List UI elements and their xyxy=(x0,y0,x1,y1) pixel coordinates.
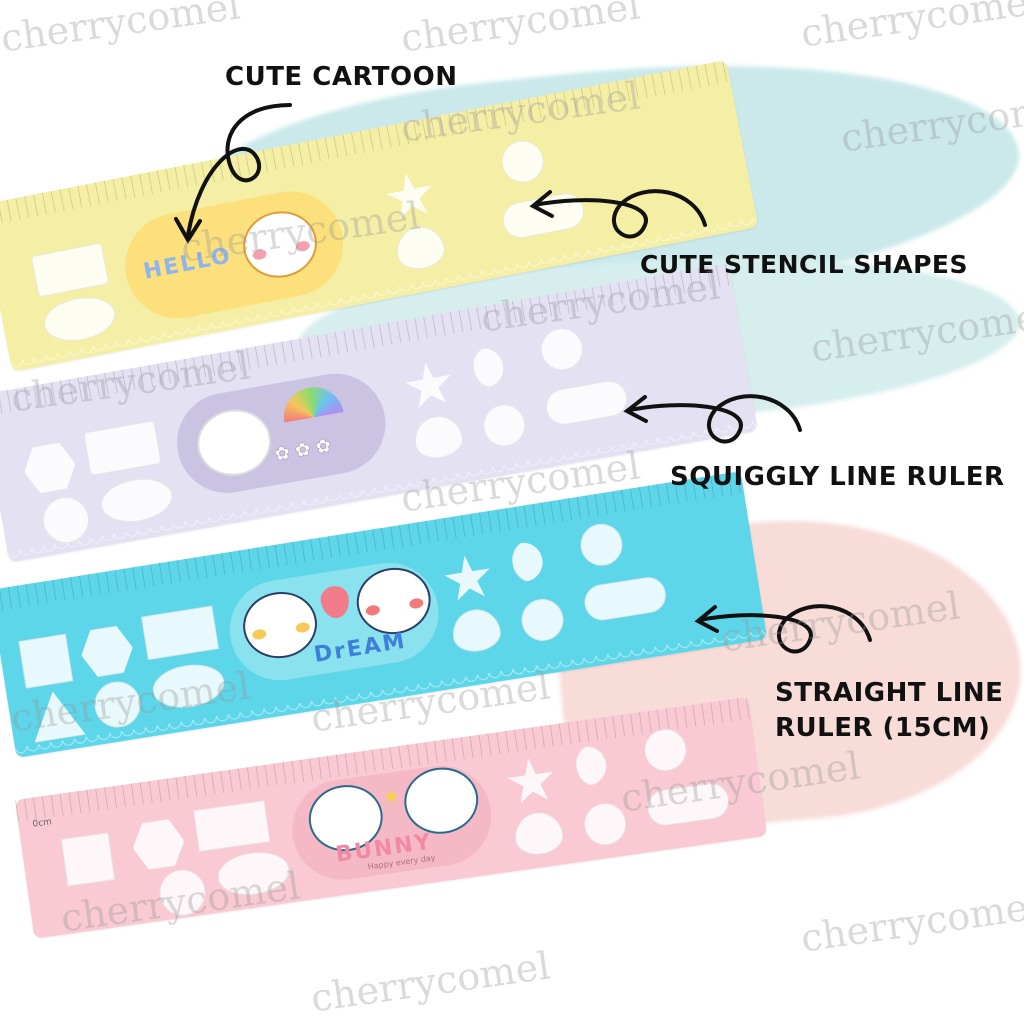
label-straight-line: STRAIGHT LINE xyxy=(775,678,1004,708)
stencil-apple xyxy=(518,595,567,644)
stencil-moon xyxy=(509,538,551,585)
stencil-rectangle xyxy=(30,242,110,298)
stencil-square xyxy=(60,832,116,887)
bear-face-icon xyxy=(238,586,322,664)
stencil-star xyxy=(382,169,438,225)
sticker-sheep-rainbow: ✿ ✿ ✿ xyxy=(169,365,394,501)
bunny-face-icon-2 xyxy=(400,762,483,839)
watermark: cherrycomel xyxy=(798,883,1024,961)
label-straight-line-ruler: STRAIGHT LINE RULER (15CM) xyxy=(775,676,1003,746)
sheep-face-icon xyxy=(191,403,277,482)
stencil-rectangle xyxy=(193,800,271,852)
curly-arrow-icon-stencil xyxy=(529,189,707,239)
watermark: cherrycomel xyxy=(798,0,1024,56)
bear-face-icon-2 xyxy=(351,562,436,640)
stencil-circle xyxy=(156,866,209,919)
stencil-star xyxy=(441,552,496,607)
stencil-sun xyxy=(577,520,626,569)
curly-arrow-icon-squiggly xyxy=(623,394,802,444)
sticker-text-dream: DrEAM xyxy=(312,628,409,668)
stencil-sun xyxy=(498,137,548,187)
stencil-rectangle xyxy=(83,420,162,476)
star-icon: ★ xyxy=(381,785,401,809)
stencil-hexagon xyxy=(20,440,80,496)
stencil-star xyxy=(401,358,457,414)
stencil-oval xyxy=(214,847,293,900)
sticker-dream-bears: DrEAM xyxy=(222,555,446,688)
watermark: cherrycomel xyxy=(0,0,243,61)
stencil-star xyxy=(504,755,558,809)
stencil-sun xyxy=(641,726,690,774)
stencil-apple xyxy=(479,401,529,450)
strawberry-icon xyxy=(318,584,352,621)
watermark: cherrycomel xyxy=(398,0,643,61)
stencil-oval xyxy=(97,473,176,528)
stencil-square xyxy=(18,633,74,689)
label-ruler-15cm: RULER (15CM) xyxy=(775,713,991,744)
flower-icons: ✿ ✿ ✿ xyxy=(273,435,333,466)
label-cute-stencil-shapes: CUTE STENCIL SHAPES xyxy=(640,250,969,279)
stencil-oval xyxy=(40,291,119,347)
stencil-cloud xyxy=(645,780,732,828)
stencil-oval xyxy=(149,659,228,713)
stencil-triangle xyxy=(27,687,86,743)
label-cute-cartoon: CUTE CARTOON xyxy=(225,62,458,92)
stencil-heart xyxy=(392,222,448,273)
stencil-moon xyxy=(573,742,614,789)
stencil-rectangle xyxy=(141,605,220,661)
stencil-heart xyxy=(449,605,504,655)
stencil-hexagon xyxy=(78,624,137,680)
stencil-sun xyxy=(537,324,587,374)
curly-arrow-icon-straight xyxy=(694,604,872,654)
watermark: cherrycomel xyxy=(308,943,553,1021)
stencil-circle xyxy=(91,678,144,731)
stencil-hexagon xyxy=(129,817,187,872)
ruler-scale-start-label: 0cm xyxy=(31,817,53,830)
stencil-cloud xyxy=(581,574,669,623)
stencil-apple xyxy=(581,800,629,848)
rainbow-icon xyxy=(279,382,344,423)
stencil-heart xyxy=(512,809,566,858)
stencil-heart xyxy=(410,412,466,462)
label-squiggly-line-ruler: SQUIGGLY LINE RULER xyxy=(670,462,1005,492)
stencil-moon xyxy=(470,343,513,391)
curly-arrow-icon-cartoon xyxy=(174,103,292,244)
